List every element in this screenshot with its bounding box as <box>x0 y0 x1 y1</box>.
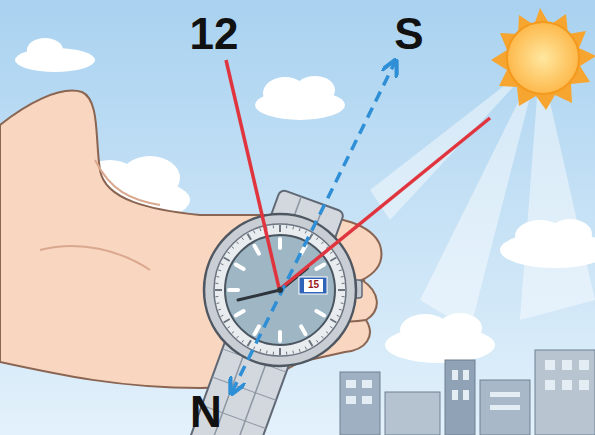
hour-marker <box>316 265 324 270</box>
hour-marker <box>236 265 244 270</box>
hour-marker <box>301 326 306 334</box>
sun-rays <box>370 58 595 330</box>
date-patch <box>304 279 323 292</box>
buildings <box>340 350 595 435</box>
bezel-tick <box>321 336 323 338</box>
direction-label: 12 <box>190 12 239 56</box>
bezel-tick <box>316 340 318 342</box>
bezel-tick <box>330 252 332 254</box>
south-north-line <box>232 62 395 392</box>
bezel-tick <box>227 252 229 254</box>
bezel-tick <box>216 276 219 278</box>
hour-marker <box>255 326 260 334</box>
watch-pivot <box>277 287 283 293</box>
date-window <box>299 277 327 294</box>
bezel-tick <box>254 231 255 234</box>
hour-markers <box>229 239 324 341</box>
hour-marker <box>255 246 260 254</box>
bezel-tick <box>341 302 344 304</box>
bezel-tick <box>224 258 230 262</box>
bezel-tick <box>305 231 306 234</box>
bezel-tick <box>292 226 294 229</box>
bezel-tick <box>286 352 287 355</box>
hour-marker <box>278 332 282 341</box>
bezel-tick <box>342 296 345 297</box>
bezel-tick <box>326 331 328 333</box>
bezel-tick <box>341 276 344 278</box>
bezel-tick <box>259 228 261 231</box>
bezel-tick <box>242 237 244 239</box>
hour-marker <box>316 311 324 316</box>
bezel-tick <box>286 225 287 228</box>
bezel-tick <box>299 349 301 352</box>
bezel-tick <box>216 302 219 304</box>
bezel-tick <box>338 289 345 291</box>
bezel-tick <box>279 348 281 355</box>
bezel-tick <box>224 319 230 323</box>
cloud <box>255 76 345 120</box>
bezel-tick <box>309 340 313 346</box>
bezel-tick <box>218 269 221 271</box>
bezel-tick <box>273 225 274 228</box>
bezel-tick <box>266 351 268 354</box>
bezel-tick <box>299 228 301 231</box>
date-number: 15 <box>308 280 319 290</box>
bezel-tick <box>342 283 345 284</box>
twelve-line <box>226 60 279 288</box>
bezel-tick <box>330 258 336 262</box>
bezel-tick <box>227 326 229 328</box>
cloud <box>500 219 595 268</box>
hour-marker <box>278 239 282 248</box>
watch-face <box>225 235 335 345</box>
bezel-tick <box>242 340 244 342</box>
cloud <box>15 38 95 72</box>
bezel-tick <box>339 269 342 271</box>
hand <box>0 91 381 388</box>
bezel-tick <box>215 283 218 284</box>
bezel-tick <box>339 309 342 311</box>
bezel-tick <box>232 247 234 249</box>
sun-line <box>281 118 490 288</box>
cloud <box>385 313 495 363</box>
bezel-tick <box>218 309 221 311</box>
bezel-tick <box>254 347 255 350</box>
bezel-tick <box>337 315 340 316</box>
bezel-tick <box>279 225 281 232</box>
bezel-tick <box>305 347 306 350</box>
bezel-tick <box>248 340 252 346</box>
bezel-tick <box>330 326 332 328</box>
bezel-tick <box>215 289 222 291</box>
bezel-tick <box>321 242 323 244</box>
bezel-ticks <box>215 225 345 355</box>
watch <box>188 189 362 435</box>
bezel-tick <box>237 242 239 244</box>
bezel-tick <box>316 237 318 239</box>
bezel-tick <box>232 331 234 333</box>
direction-label: S <box>394 12 423 56</box>
bezel-tick <box>248 234 252 240</box>
sun <box>491 8 595 110</box>
minute-hand <box>238 290 280 300</box>
bezel-tick <box>215 296 218 297</box>
bezel-tick <box>273 352 274 355</box>
bezel-tick <box>292 351 294 354</box>
bezel-tick <box>237 336 239 338</box>
hour-marker <box>229 288 238 292</box>
bezel-tick <box>337 264 340 265</box>
bezel-tick <box>330 319 336 323</box>
bezel-tick <box>259 349 261 352</box>
bezel-tick <box>221 315 224 316</box>
direction-label: N <box>190 390 222 434</box>
bezel-tick <box>221 264 224 265</box>
hour-marker <box>236 311 244 316</box>
watch-bezel <box>204 214 356 366</box>
